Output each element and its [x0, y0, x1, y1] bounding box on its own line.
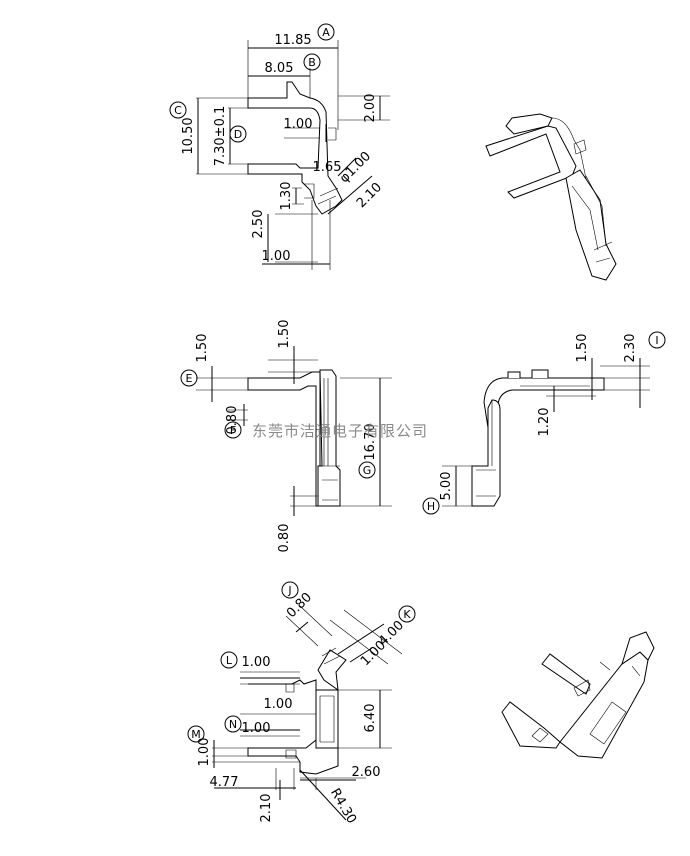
iso-1-wire [551, 117, 589, 189]
side-view-left-ext [196, 359, 392, 507]
isometric-view-top [485, 113, 617, 281]
dim-10-50: 10.50 [181, 117, 196, 154]
dim-phi-1-00: φ1.00 [337, 149, 374, 186]
side-view-right-ext [442, 365, 650, 507]
iso-2-arm-2 [501, 701, 561, 749]
bottom-view-ext [212, 605, 403, 790]
side-view-right-detail [476, 385, 590, 497]
iso-1-body [565, 169, 617, 281]
balloon-c-label: C [174, 104, 182, 117]
dim-8-05: 8.05 [265, 61, 294, 76]
dim-1-00-bottom: 1.00 [262, 249, 291, 264]
balloon-a [317, 23, 335, 41]
balloon-h-label: H [427, 500, 435, 513]
top-view: 11.85 8.05 10.50 7.30±0.1 2.00 1.00 1.65… [169, 23, 390, 270]
balloon-g [358, 461, 376, 479]
dim-0-80-b: 0.80 [277, 524, 292, 553]
iso-2-top [621, 631, 655, 666]
balloon-i [648, 331, 666, 349]
bottom-view: 0.80 4.00 1.00 1.00 1.00 6.40 1.00 1.00 … [187, 581, 416, 826]
dim-2-10-bottom: 2.10 [259, 794, 274, 823]
balloon-n-label: N [229, 718, 237, 731]
side-view-right: 1.50 2.30 1.20 5.00 I H [422, 331, 666, 515]
balloon-i-label: I [655, 334, 658, 347]
top-view-inner [304, 127, 339, 205]
top-view-ext-lines [196, 40, 390, 270]
dim-16-70: 16.70 [363, 423, 378, 460]
dim-1-50-b: 1.50 [277, 320, 292, 349]
balloon-f-label: F [230, 424, 236, 437]
dim-11-85: 11.85 [274, 33, 311, 48]
side-view-right-tabs [507, 369, 549, 378]
balloon-m-label: M [191, 728, 201, 741]
bottom-view-body [315, 689, 339, 749]
balloon-n [224, 715, 242, 733]
top-view-outline [247, 81, 343, 215]
dim-1-20: 1.20 [537, 408, 552, 437]
dim-r4-30: R4.30 [327, 786, 359, 826]
bottom-view-dims [213, 621, 385, 821]
dim-2-60: 2.60 [352, 765, 381, 780]
balloon-m [187, 725, 205, 743]
dim-2-10: 2.10 [354, 180, 385, 211]
balloon-h [422, 497, 440, 515]
balloon-d-label: D [234, 128, 242, 141]
balloon-d [229, 125, 247, 143]
iso-2-detail [531, 661, 641, 745]
balloon-g-label: G [363, 464, 372, 477]
iso-2-body [559, 651, 649, 759]
dim-1-00-n: 1.00 [242, 721, 271, 736]
dim-1-00-center: 1.00 [264, 697, 293, 712]
dim-1-65: 1.65 [313, 160, 342, 175]
balloon-e [180, 369, 198, 387]
side-view-left-dims [211, 346, 381, 516]
iso-1-outline [485, 125, 577, 199]
balloon-k-label: K [403, 608, 411, 621]
balloon-e-label: E [186, 372, 193, 385]
balloon-l-label: L [226, 654, 233, 667]
dim-2-00: 2.00 [363, 94, 378, 123]
dim-2-30: 2.30 [623, 334, 638, 363]
isometric-view-bottom [501, 631, 655, 759]
side-view-right-body [471, 399, 501, 507]
side-view-left: 1.50 1.50 0.80 16.70 0.80 E F G [180, 320, 392, 553]
balloon-c [169, 101, 187, 119]
dim-1-50-c: 1.50 [575, 334, 590, 363]
balloon-j [281, 581, 299, 599]
dim-6-40: 6.40 [363, 704, 378, 733]
balloon-l [220, 651, 238, 669]
balloon-a-label: A [322, 26, 330, 39]
dim-1-00-l: 1.00 [242, 655, 271, 670]
balloon-b [303, 53, 321, 71]
dim-5-00: 5.00 [439, 472, 454, 501]
dim-7-30: 7.30±0.1 [213, 106, 228, 167]
dim-1-00-top: 1.00 [284, 117, 313, 132]
iso-1-body-detail [571, 139, 613, 263]
dim-0-80-a: 0.80 [225, 406, 240, 435]
dim-1-50-a: 1.50 [195, 334, 210, 363]
side-view-left-detail [318, 378, 340, 501]
dim-1-30: 1.30 [279, 182, 294, 211]
dim-4-77: 4.77 [210, 775, 239, 790]
balloon-k [398, 605, 416, 623]
watermark-text: 东莞市洁通电子有限公司 [252, 422, 428, 440]
bottom-view-detail [285, 647, 341, 759]
balloon-f [224, 421, 242, 439]
side-view-right-dims [455, 358, 641, 506]
balloon-j-label: J [287, 584, 291, 597]
iso-2-arm-1 [541, 653, 591, 695]
dim-2-50: 2.50 [251, 210, 266, 239]
balloon-b-label: B [308, 56, 316, 69]
dim-1-00-m: 1.00 [197, 738, 212, 767]
